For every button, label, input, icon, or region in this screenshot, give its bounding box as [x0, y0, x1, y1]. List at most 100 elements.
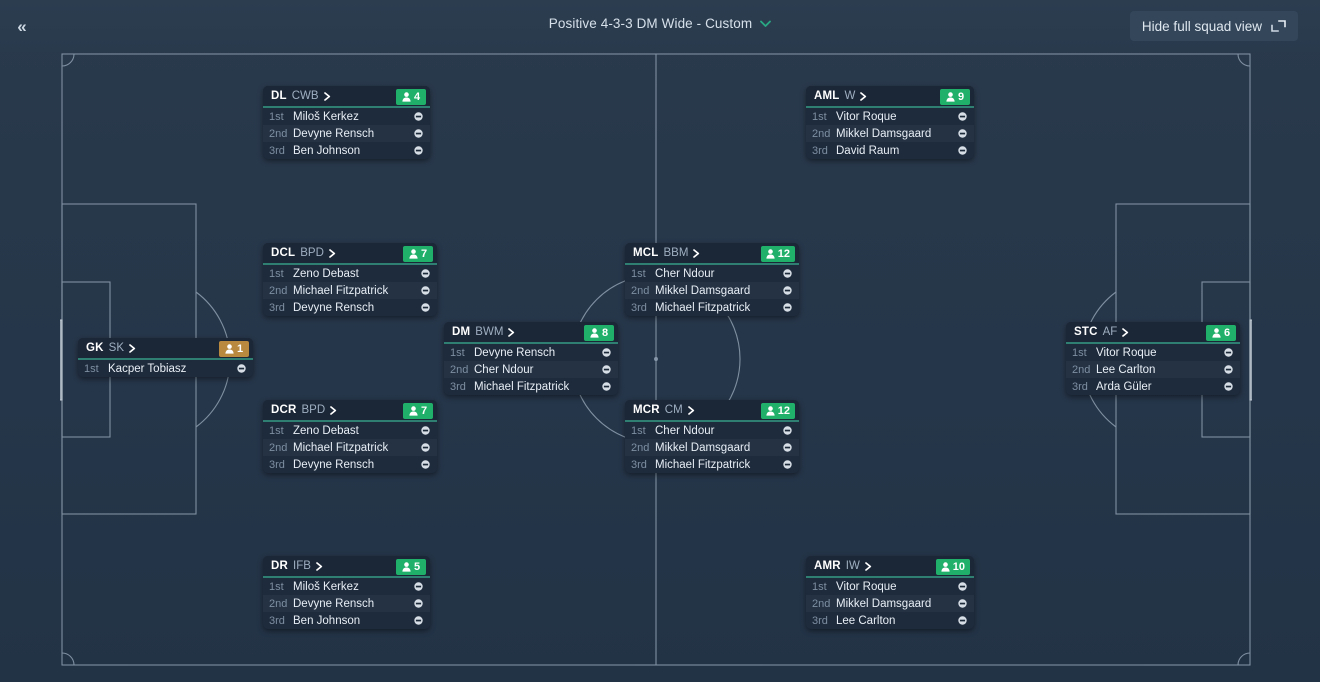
player-name[interactable]: Devyne Rensch [293, 458, 375, 471]
remove-player-icon[interactable] [958, 129, 967, 138]
remove-player-icon[interactable] [602, 348, 611, 357]
remove-player-icon[interactable] [958, 112, 967, 121]
remove-player-icon[interactable] [783, 303, 792, 312]
player-name[interactable]: Miloš Kerkez [293, 580, 359, 593]
player-name[interactable]: Devyne Rensch [293, 127, 375, 140]
player-count-badge[interactable]: 9 [940, 89, 970, 105]
player-name[interactable]: Vitor Roque [836, 580, 897, 593]
player-count-badge[interactable]: 1 [219, 341, 249, 357]
remove-player-icon[interactable] [414, 599, 423, 608]
player-name[interactable]: Mikkel Damsgaard [655, 284, 751, 297]
player-name[interactable]: Mikkel Damsgaard [836, 597, 932, 610]
remove-player-icon[interactable] [421, 460, 430, 469]
player-name[interactable]: Devyne Rensch [474, 346, 556, 359]
player-name[interactable]: Ben Johnson [293, 614, 361, 627]
remove-player-icon[interactable] [958, 616, 967, 625]
player-name[interactable]: Zeno Debast [293, 267, 359, 280]
remove-player-icon[interactable] [421, 286, 430, 295]
player-name[interactable]: Arda Güler [1096, 380, 1152, 393]
remove-player-icon[interactable] [602, 382, 611, 391]
remove-player-icon[interactable] [958, 146, 967, 155]
remove-player-icon[interactable] [1224, 382, 1233, 391]
remove-player-icon[interactable] [421, 269, 430, 278]
player-name[interactable]: David Raum [836, 144, 900, 157]
remove-player-icon[interactable] [1224, 348, 1233, 357]
player-count-badge[interactable]: 5 [396, 559, 426, 575]
player-name[interactable]: Miloš Kerkez [293, 110, 359, 123]
player-name[interactable]: Michael Fitzpatrick [474, 380, 570, 393]
player-count-badge[interactable]: 4 [396, 89, 426, 105]
remove-player-icon[interactable] [783, 443, 792, 452]
remove-player-icon[interactable] [602, 365, 611, 374]
player-name[interactable]: Michael Fitzpatrick [293, 441, 389, 454]
remove-player-icon[interactable] [237, 364, 246, 373]
remove-player-icon[interactable] [414, 582, 423, 591]
remove-player-icon[interactable] [414, 112, 423, 121]
player-name[interactable]: Michael Fitzpatrick [655, 301, 751, 314]
player-count-badge[interactable]: 7 [403, 403, 433, 419]
remove-player-icon[interactable] [783, 460, 792, 469]
player-name[interactable]: Zeno Debast [293, 424, 359, 437]
player-count-badge[interactable]: 12 [760, 246, 795, 262]
player-name[interactable]: Lee Carlton [1096, 363, 1156, 376]
remove-player-icon[interactable] [958, 582, 967, 591]
player-count-badge[interactable]: 8 [584, 325, 614, 341]
formation-selector[interactable]: Positive 4-3-3 DM Wide - Custom [0, 16, 1320, 31]
remove-player-icon[interactable] [783, 426, 792, 435]
remove-player-icon[interactable] [421, 443, 430, 452]
remove-player-icon[interactable] [1224, 365, 1233, 374]
player-name[interactable]: Devyne Rensch [293, 301, 375, 314]
remove-player-icon[interactable] [414, 616, 423, 625]
player-name[interactable]: Cher Ndour [655, 267, 715, 280]
player-name[interactable]: Michael Fitzpatrick [655, 458, 751, 471]
remove-player-icon[interactable] [414, 146, 423, 155]
remove-player-icon[interactable] [414, 129, 423, 138]
player-count-badge[interactable]: 7 [403, 246, 433, 262]
player-name[interactable]: Mikkel Damsgaard [836, 127, 932, 140]
player-count-badge[interactable]: 10 [935, 559, 970, 575]
player-name[interactable]: Michael Fitzpatrick [293, 284, 389, 297]
player-name[interactable]: Devyne Rensch [293, 597, 375, 610]
remove-player-icon[interactable] [421, 303, 430, 312]
